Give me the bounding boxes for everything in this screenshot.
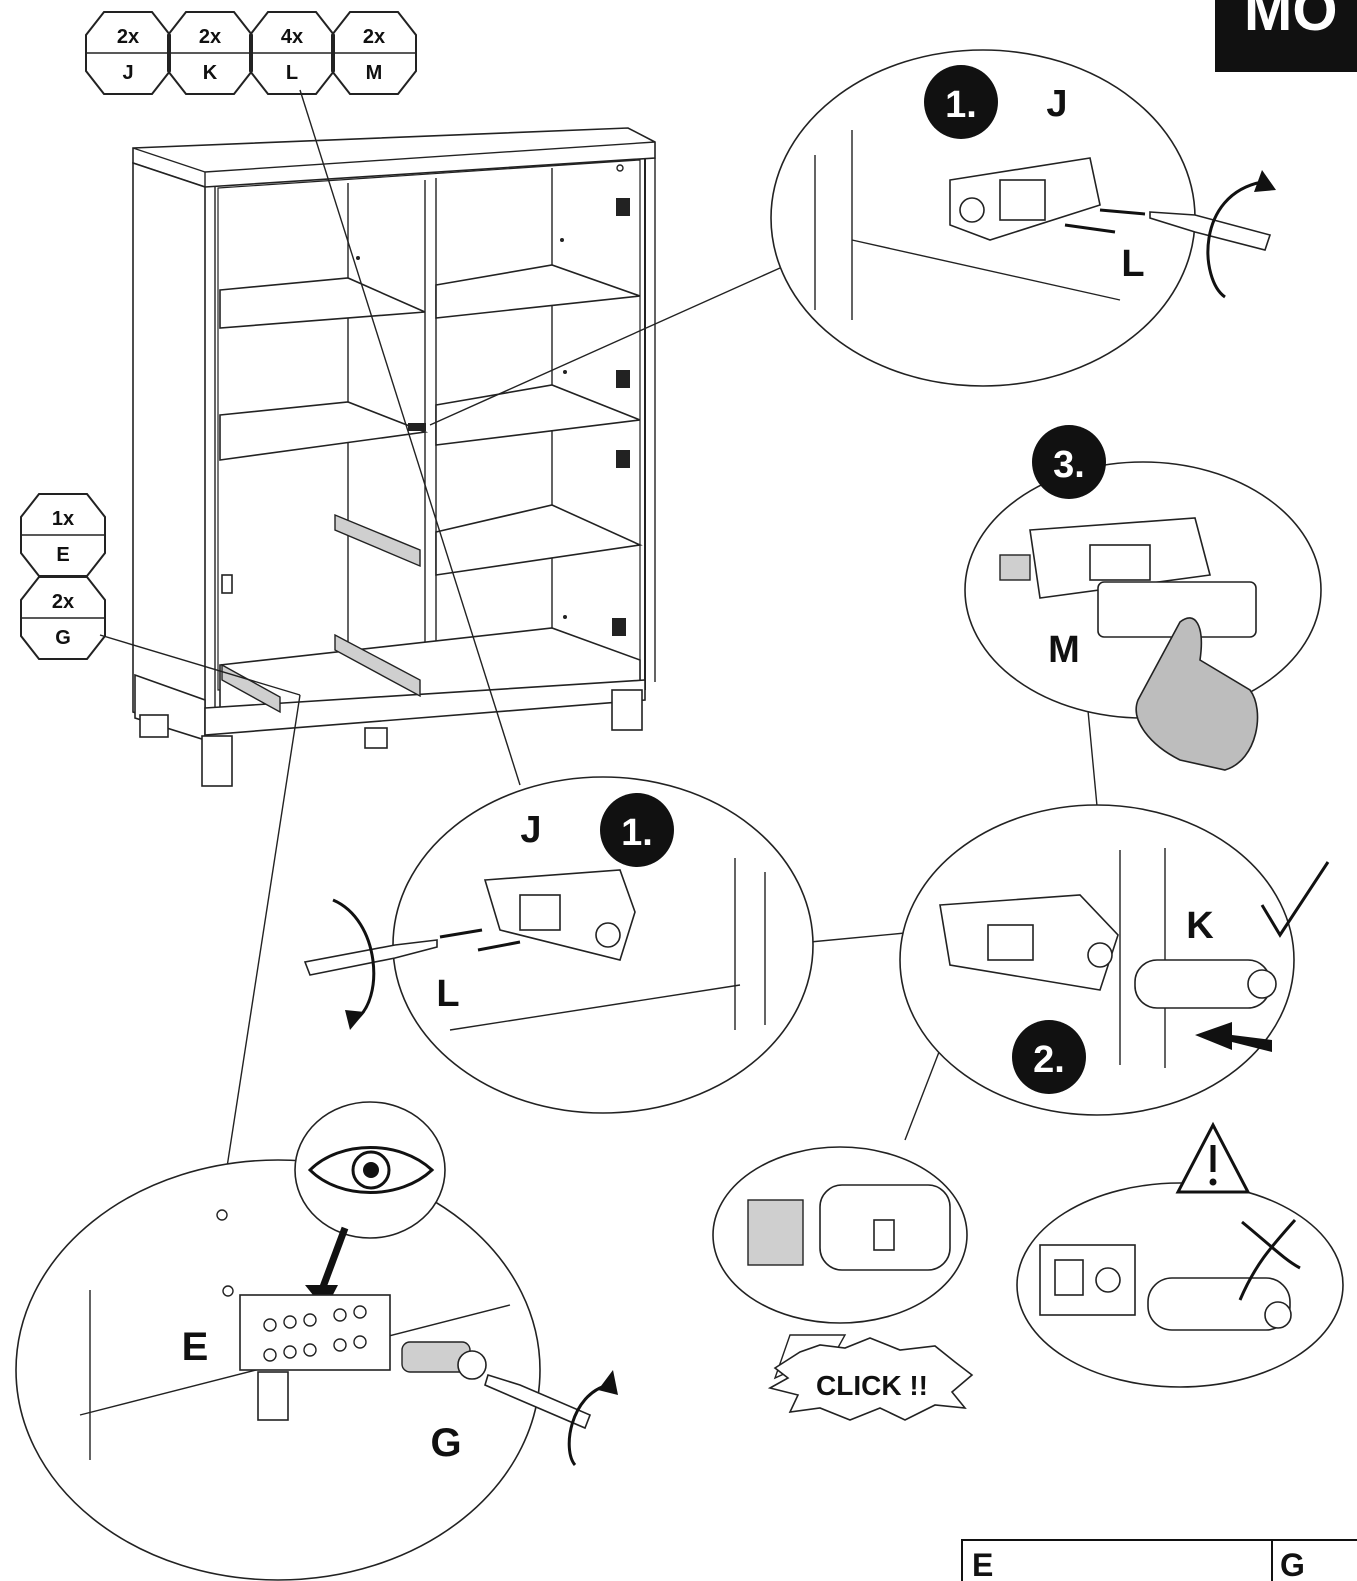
eye-icon bbox=[294, 1101, 446, 1239]
checkmark-icon bbox=[1260, 861, 1330, 938]
detail-step1-middle-screw: L bbox=[436, 973, 459, 1015]
footer-table: E G bbox=[961, 1539, 1357, 1581]
part-tag-e: 1x E bbox=[20, 493, 106, 577]
footer-table-col2: G bbox=[1280, 1547, 1305, 1581]
part-tag-l-letter: L bbox=[286, 62, 298, 84]
part-tag-m: 2x M bbox=[331, 11, 417, 95]
step-header-label: MO bbox=[1244, 0, 1337, 43]
rotate-arrow-icon bbox=[1206, 170, 1276, 299]
detail-step1-top-number: 1. bbox=[945, 84, 977, 126]
part-tag-e-qty: 1x bbox=[52, 508, 74, 530]
detail-step3-number: 3. bbox=[1053, 444, 1085, 486]
click-burst bbox=[767, 1337, 974, 1421]
part-tag-k-qty: 2x bbox=[199, 26, 221, 48]
detail-step1-top: 1. J L bbox=[770, 49, 1276, 387]
detail-step3-part: M bbox=[1048, 629, 1080, 671]
parts-tags-top: 2x J 2x K 4x L 2x M bbox=[85, 11, 417, 95]
rotate-arrow-icon bbox=[332, 898, 376, 1030]
detail-bottom-part-g: G bbox=[430, 1421, 461, 1465]
detail-bottom-left: E G bbox=[15, 1101, 618, 1581]
part-tag-g: 2x G bbox=[20, 576, 106, 660]
detail-step1-middle-number: 1. bbox=[621, 812, 653, 854]
screw-icon bbox=[439, 928, 521, 952]
detail-bottom-part-e: E bbox=[182, 1325, 209, 1369]
rotate-arrow-icon bbox=[567, 1370, 618, 1466]
cabinet-illustration bbox=[132, 127, 656, 787]
detail-step1-middle-part: J bbox=[520, 809, 541, 851]
part-tag-j-letter: J bbox=[122, 62, 133, 84]
detail-warning bbox=[1016, 1121, 1344, 1388]
part-tag-k: 2x K bbox=[167, 11, 253, 95]
screw-icon bbox=[1064, 208, 1146, 234]
click-text: CLICK !! bbox=[816, 1370, 928, 1401]
part-tag-g-qty: 2x bbox=[52, 591, 74, 613]
push-arrow-icon bbox=[1195, 1022, 1272, 1052]
part-tag-j-qty: 2x bbox=[117, 26, 139, 48]
hinge-icon bbox=[612, 198, 630, 636]
part-tag-j: 2x J bbox=[85, 11, 171, 95]
detail-step3: 3. M bbox=[964, 425, 1322, 771]
cross-icon bbox=[1238, 1219, 1301, 1301]
screwdriver-icon bbox=[484, 1373, 592, 1430]
part-tag-g-letter: G bbox=[55, 627, 71, 649]
detail-step1-top-screw: L bbox=[1121, 243, 1144, 285]
parts-tags-left: 1x E 2x G bbox=[20, 493, 106, 660]
part-tag-e-letter: E bbox=[56, 544, 69, 566]
step-header-tab: MO bbox=[1215, 0, 1357, 72]
detail-step2-part: K bbox=[1186, 905, 1214, 947]
footer-table-col1: E bbox=[972, 1547, 993, 1581]
part-tag-l: 4x L bbox=[249, 11, 335, 95]
detail-click: CLICK !! bbox=[712, 1146, 974, 1421]
detail-step1-top-part: J bbox=[1046, 83, 1067, 125]
detail-step2: 2. K bbox=[899, 804, 1330, 1116]
detail-step2-number: 2. bbox=[1033, 1039, 1065, 1081]
part-tag-m-qty: 2x bbox=[363, 26, 385, 48]
part-tag-k-letter: K bbox=[203, 62, 218, 84]
detail-step1-middle: 1. J L bbox=[303, 776, 814, 1114]
part-tag-l-qty: 4x bbox=[281, 26, 303, 48]
warning-icon bbox=[1175, 1121, 1251, 1194]
screw-icon bbox=[401, 1341, 487, 1380]
hand-icon bbox=[1135, 617, 1259, 771]
part-tag-m-letter: M bbox=[366, 62, 383, 84]
